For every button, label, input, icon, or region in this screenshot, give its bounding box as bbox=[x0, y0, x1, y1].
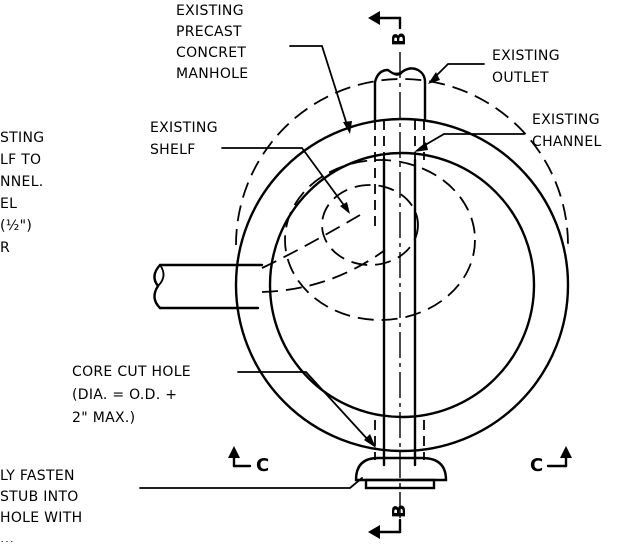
channel-label-line-2: CHANNEL bbox=[532, 134, 602, 150]
manhole-label-line-2: PRECAST bbox=[176, 24, 242, 40]
channel-leader bbox=[414, 133, 525, 152]
manhole-inner-opening bbox=[268, 151, 536, 419]
section-c-left-label: C bbox=[256, 455, 270, 476]
manhole-label-line-1: EXISTING bbox=[176, 3, 244, 19]
section-b-bottom-marker bbox=[368, 518, 402, 539]
left-note-line-1: STING bbox=[0, 130, 44, 146]
manhole-outer-wall bbox=[234, 117, 570, 453]
section-b-top-label: B bbox=[389, 32, 410, 46]
core-cut-leader bbox=[237, 371, 376, 448]
manhole-leader bbox=[289, 45, 352, 134]
shelf-leader bbox=[221, 147, 350, 214]
fasten-leader bbox=[139, 477, 363, 489]
left-note-line-3: NNEL. bbox=[0, 174, 44, 190]
shelf-label-line-1: EXISTING bbox=[150, 120, 218, 136]
left-note-line-5: (½") bbox=[0, 218, 32, 234]
shelf-hidden-lines bbox=[235, 78, 569, 321]
core-cut-label-line-1: CORE CUT HOLE bbox=[72, 364, 191, 380]
left-note-line-2: LF TO bbox=[0, 152, 41, 168]
section-c-left-marker bbox=[228, 446, 252, 468]
section-b-top-marker bbox=[368, 11, 402, 30]
left-note-line-4: EL bbox=[0, 196, 17, 212]
outlet-label-line-2: OUTLET bbox=[492, 70, 549, 86]
core-cut-label-line-3: 2" MAX.) bbox=[72, 410, 135, 426]
channel-label-line-1: EXISTING bbox=[532, 112, 600, 128]
core-cut-fitting bbox=[354, 456, 448, 490]
fasten-label-line-2: STUB INTO bbox=[0, 489, 79, 505]
manhole-label-line-3: CONCRET bbox=[176, 45, 246, 61]
fasten-label-line-4: ... bbox=[0, 531, 14, 542]
outlet-label-line-1: EXISTING bbox=[492, 48, 560, 64]
inlet-stub-pipe bbox=[382, 156, 417, 467]
left-inlet-pipe bbox=[153, 263, 264, 310]
section-c-right-label: C bbox=[530, 455, 544, 476]
left-note-line-6: R bbox=[0, 240, 10, 256]
shelf-label-line-2: SHELF bbox=[150, 142, 196, 158]
channel-hidden-lines bbox=[374, 120, 425, 460]
core-cut-label-line-2: (DIA. = O.D. + bbox=[72, 387, 177, 403]
section-b-bottom-label: B bbox=[389, 504, 410, 518]
section-c-right-marker bbox=[546, 446, 572, 468]
manhole-label-line-4: MANHOLE bbox=[176, 66, 248, 82]
fasten-label-line-3: HOLE WITH bbox=[0, 510, 82, 526]
fasten-label-line-1: LY FASTEN bbox=[0, 468, 75, 484]
outlet-leader bbox=[428, 63, 485, 84]
